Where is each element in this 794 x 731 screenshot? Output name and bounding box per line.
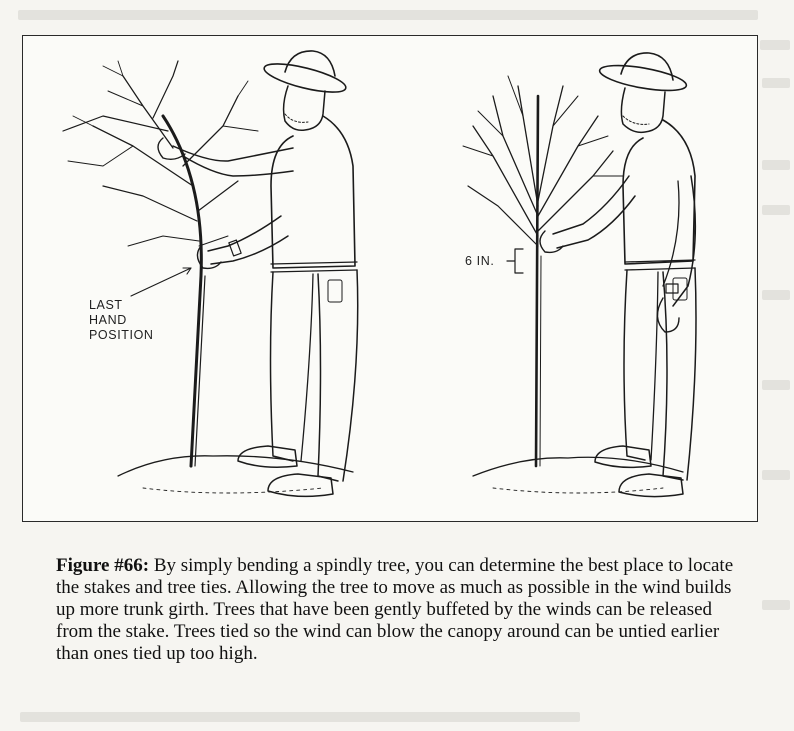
last-hand-label-line2: HAND: [89, 313, 127, 327]
six-inches-label: 6 IN.: [465, 254, 495, 268]
tree-staking-drawing: [62, 50, 697, 498]
figure-illustration: LAST HAND POSITION 6 IN.: [22, 35, 758, 522]
figure-number: Figure #66:: [56, 555, 150, 576]
caption-text: By simply bending a spindly tree, you ca…: [56, 555, 734, 664]
figure-caption: Figure #66: By simply bending a spindly …: [56, 555, 746, 665]
last-hand-label-line1: LAST: [89, 298, 123, 312]
last-hand-label-line3: POSITION: [89, 328, 154, 342]
last-hand-position-label: LAST HAND POSITION: [89, 298, 154, 343]
